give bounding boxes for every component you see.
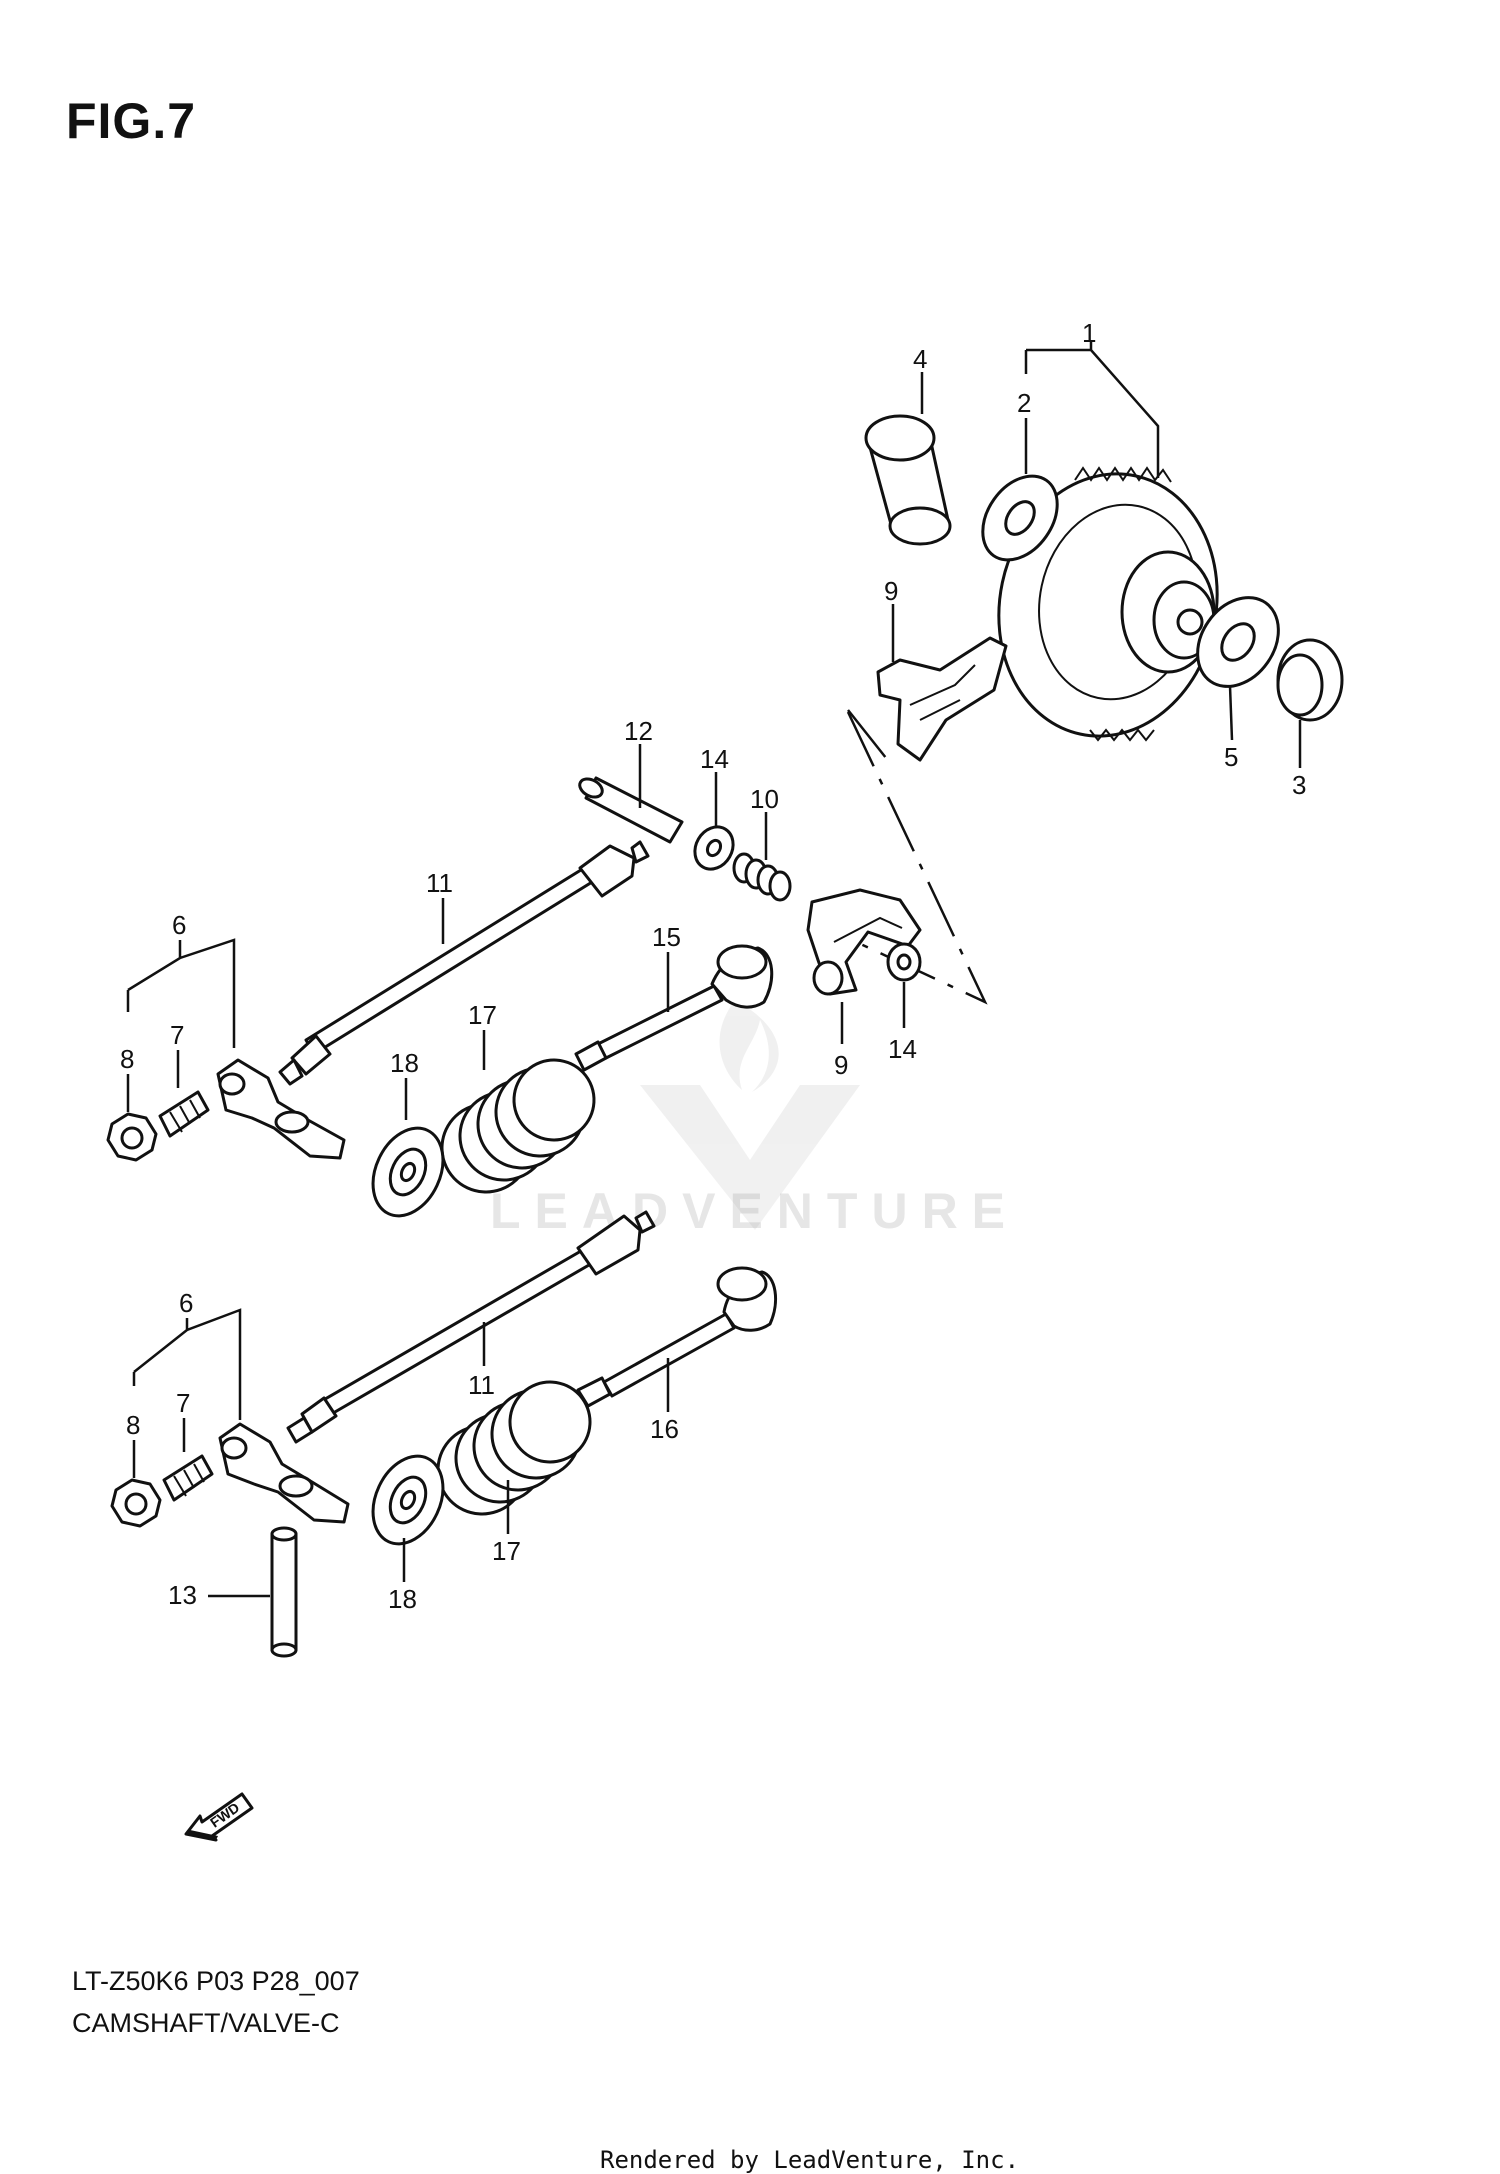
callout-16: 16 bbox=[650, 1414, 679, 1444]
washer-part-2 bbox=[981, 474, 1059, 562]
intake-valve-part-15 bbox=[574, 944, 774, 1072]
callout-13: 13 bbox=[168, 1580, 197, 1610]
spring-retainer-part-18-lower bbox=[371, 1454, 445, 1546]
callout-15: 15 bbox=[652, 922, 681, 952]
pushrod-part-11-lower bbox=[286, 1210, 656, 1444]
washer-part-14-lower bbox=[886, 942, 922, 982]
callout-7-upper: 7 bbox=[170, 1020, 184, 1050]
pin-part-12 bbox=[578, 776, 684, 844]
model-code: LT-Z50K6 P03 P28_007 bbox=[72, 1966, 360, 1996]
callout-18-upper: 18 bbox=[390, 1048, 419, 1078]
callout-labels: 1 2 3 4 5 9 12 14 10 11 6 7 8 15 17 18 9… bbox=[120, 318, 1306, 1614]
leader-lines bbox=[126, 342, 1302, 1598]
rocker-arm-part-6-lower bbox=[218, 1422, 350, 1524]
nut-part-8-lower bbox=[110, 1478, 162, 1528]
callout-6-lower: 6 bbox=[179, 1288, 193, 1318]
rendered-by-credit: Rendered by LeadVenture, Inc. bbox=[600, 2146, 1020, 2174]
watermark-text: LEADVENTURE bbox=[490, 1182, 1019, 1240]
callout-9-lower: 9 bbox=[834, 1050, 848, 1080]
callout-17-lower: 17 bbox=[492, 1536, 521, 1566]
rocker-arm-part-6-upper bbox=[216, 1058, 346, 1160]
spring-part-10 bbox=[732, 852, 792, 902]
decomp-lever-upper-part-9 bbox=[876, 636, 1008, 762]
callout-8-lower: 8 bbox=[126, 1410, 140, 1440]
bearing-part-3 bbox=[1276, 638, 1344, 722]
callout-18-lower: 18 bbox=[388, 1584, 417, 1614]
forward-arrow-icon: FWD bbox=[184, 1792, 254, 1842]
callout-12: 12 bbox=[624, 716, 653, 746]
watermark-emblem bbox=[640, 1000, 860, 1230]
callout-9-upper: 9 bbox=[884, 576, 898, 606]
camshaft-gear-assembly bbox=[997, 466, 1219, 742]
callout-14-upper: 14 bbox=[700, 744, 729, 774]
callout-4: 4 bbox=[913, 344, 927, 374]
callout-7-lower: 7 bbox=[176, 1388, 190, 1418]
callout-11-lower: 11 bbox=[468, 1370, 495, 1400]
decomp-lever-lower-part-9 bbox=[806, 888, 922, 996]
section-name: CAMSHAFT/VALVE-C bbox=[72, 2008, 340, 2038]
callout-10: 10 bbox=[750, 784, 779, 814]
adjuster-screw-part-7-lower bbox=[162, 1454, 214, 1502]
washer-part-14-upper bbox=[693, 825, 735, 871]
adjuster-screw-part-7-upper bbox=[158, 1090, 210, 1138]
alignment-line bbox=[847, 709, 891, 764]
valve-spring-part-17-upper bbox=[440, 1058, 596, 1194]
rocker-shaft-part-13 bbox=[270, 1526, 298, 1658]
figure-title: FIG.7 bbox=[66, 93, 197, 149]
washer-part-5 bbox=[1196, 596, 1280, 688]
callout-14-lower: 14 bbox=[888, 1034, 917, 1064]
callout-8-upper: 8 bbox=[120, 1044, 134, 1074]
callout-17-upper: 17 bbox=[468, 1000, 497, 1030]
callout-5: 5 bbox=[1224, 742, 1238, 772]
callout-1: 1 bbox=[1082, 318, 1096, 348]
callout-6-upper: 6 bbox=[172, 910, 186, 940]
exhaust-valve-part-16 bbox=[576, 1266, 777, 1408]
nut-part-8-upper bbox=[106, 1112, 158, 1162]
spring-retainer-part-18-upper bbox=[371, 1126, 445, 1218]
pushrod-part-11-upper bbox=[278, 840, 650, 1086]
callout-3: 3 bbox=[1292, 770, 1306, 800]
bushing-part-4 bbox=[864, 414, 952, 546]
callout-2: 2 bbox=[1017, 388, 1031, 418]
valve-spring-part-17-lower bbox=[436, 1380, 592, 1516]
callout-11-upper: 11 bbox=[426, 868, 453, 898]
